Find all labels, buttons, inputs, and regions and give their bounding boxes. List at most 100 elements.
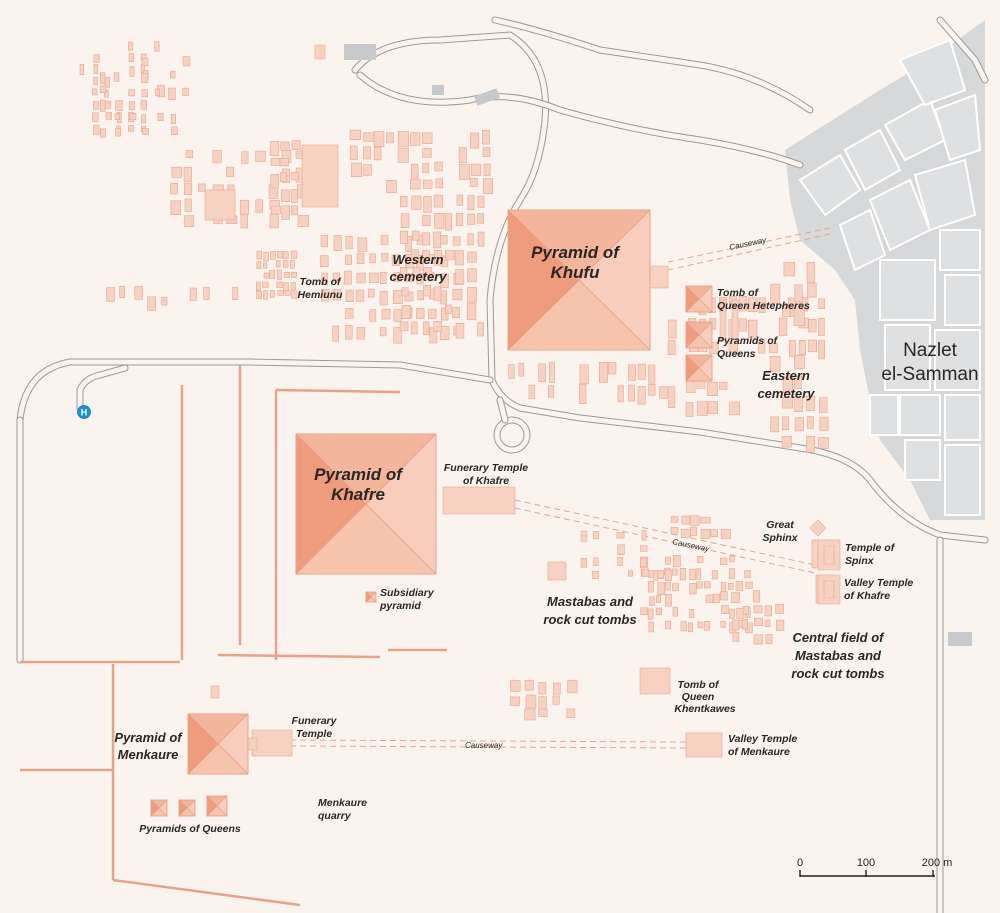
building — [291, 172, 299, 181]
building — [648, 580, 654, 593]
building — [719, 557, 728, 566]
building — [444, 213, 453, 231]
label-vk-2: of Khafre — [844, 590, 890, 602]
building — [741, 618, 748, 630]
building — [93, 77, 98, 86]
building — [668, 386, 676, 408]
building — [648, 364, 656, 384]
building — [538, 682, 547, 695]
building — [672, 606, 679, 617]
building — [433, 286, 442, 301]
building — [379, 290, 388, 306]
building — [455, 213, 464, 227]
building — [444, 249, 455, 260]
building — [291, 140, 301, 151]
building — [781, 416, 790, 430]
label-fm-1: Funerary — [292, 715, 338, 727]
building — [794, 396, 803, 412]
building — [776, 619, 785, 631]
building — [113, 72, 120, 82]
building — [664, 569, 673, 581]
building — [291, 189, 298, 203]
building — [783, 262, 796, 277]
building — [579, 383, 587, 405]
label-sphinx-2: Sphinx — [762, 532, 798, 544]
building — [525, 694, 537, 709]
building — [422, 179, 433, 189]
building — [806, 416, 814, 429]
scale-tick-100: 100 — [857, 857, 875, 869]
building — [363, 132, 375, 142]
building — [696, 380, 706, 389]
building — [270, 251, 276, 260]
building — [429, 327, 438, 344]
nazlet-el-samman-town — [785, 20, 985, 520]
building — [189, 287, 197, 301]
building — [439, 325, 450, 341]
building — [129, 113, 137, 121]
building — [100, 99, 106, 112]
building — [729, 555, 735, 563]
building — [128, 41, 134, 51]
building — [140, 99, 147, 110]
building — [697, 556, 704, 563]
building — [255, 199, 264, 213]
building — [391, 254, 400, 266]
building — [183, 182, 193, 195]
building — [184, 198, 192, 212]
building — [255, 150, 266, 162]
building — [105, 112, 112, 120]
label-eastern-1: Eastern — [762, 368, 810, 383]
building — [157, 113, 164, 122]
building — [129, 66, 135, 77]
building — [697, 621, 703, 629]
building — [128, 101, 135, 111]
building — [399, 266, 408, 280]
small-pyramid — [206, 795, 228, 817]
building — [381, 308, 391, 320]
building — [477, 322, 484, 337]
label-central-3: rock cut tombs — [791, 666, 884, 681]
enclosure-walls — [20, 365, 447, 907]
building — [745, 581, 753, 589]
building — [290, 250, 298, 259]
building — [332, 289, 341, 301]
building — [393, 309, 402, 322]
building — [665, 620, 672, 630]
label-fm-2: Temple — [296, 728, 333, 740]
building — [435, 178, 443, 189]
western-cemetery-buildings — [170, 129, 494, 344]
building — [184, 215, 195, 228]
label-causeway-menkaure: Causeway — [465, 741, 503, 750]
building — [567, 679, 578, 694]
building — [720, 620, 726, 628]
building — [93, 101, 100, 110]
building — [269, 141, 280, 156]
scale-tick-0: 0 — [797, 857, 803, 869]
building — [467, 233, 474, 246]
building — [154, 41, 160, 52]
building — [628, 384, 635, 402]
building — [321, 272, 328, 285]
building — [439, 273, 449, 289]
building — [467, 195, 475, 211]
building — [706, 381, 718, 397]
building — [119, 286, 125, 298]
building — [226, 166, 234, 178]
building — [401, 305, 411, 319]
label-khentkawes-2: Queen — [682, 691, 715, 703]
building — [775, 603, 784, 614]
label-vm-2: of Menkaure — [728, 746, 790, 758]
building — [268, 270, 276, 279]
building — [728, 341, 738, 355]
roads — [16, 16, 989, 913]
building — [637, 386, 646, 405]
building — [100, 72, 106, 84]
building — [742, 605, 749, 615]
